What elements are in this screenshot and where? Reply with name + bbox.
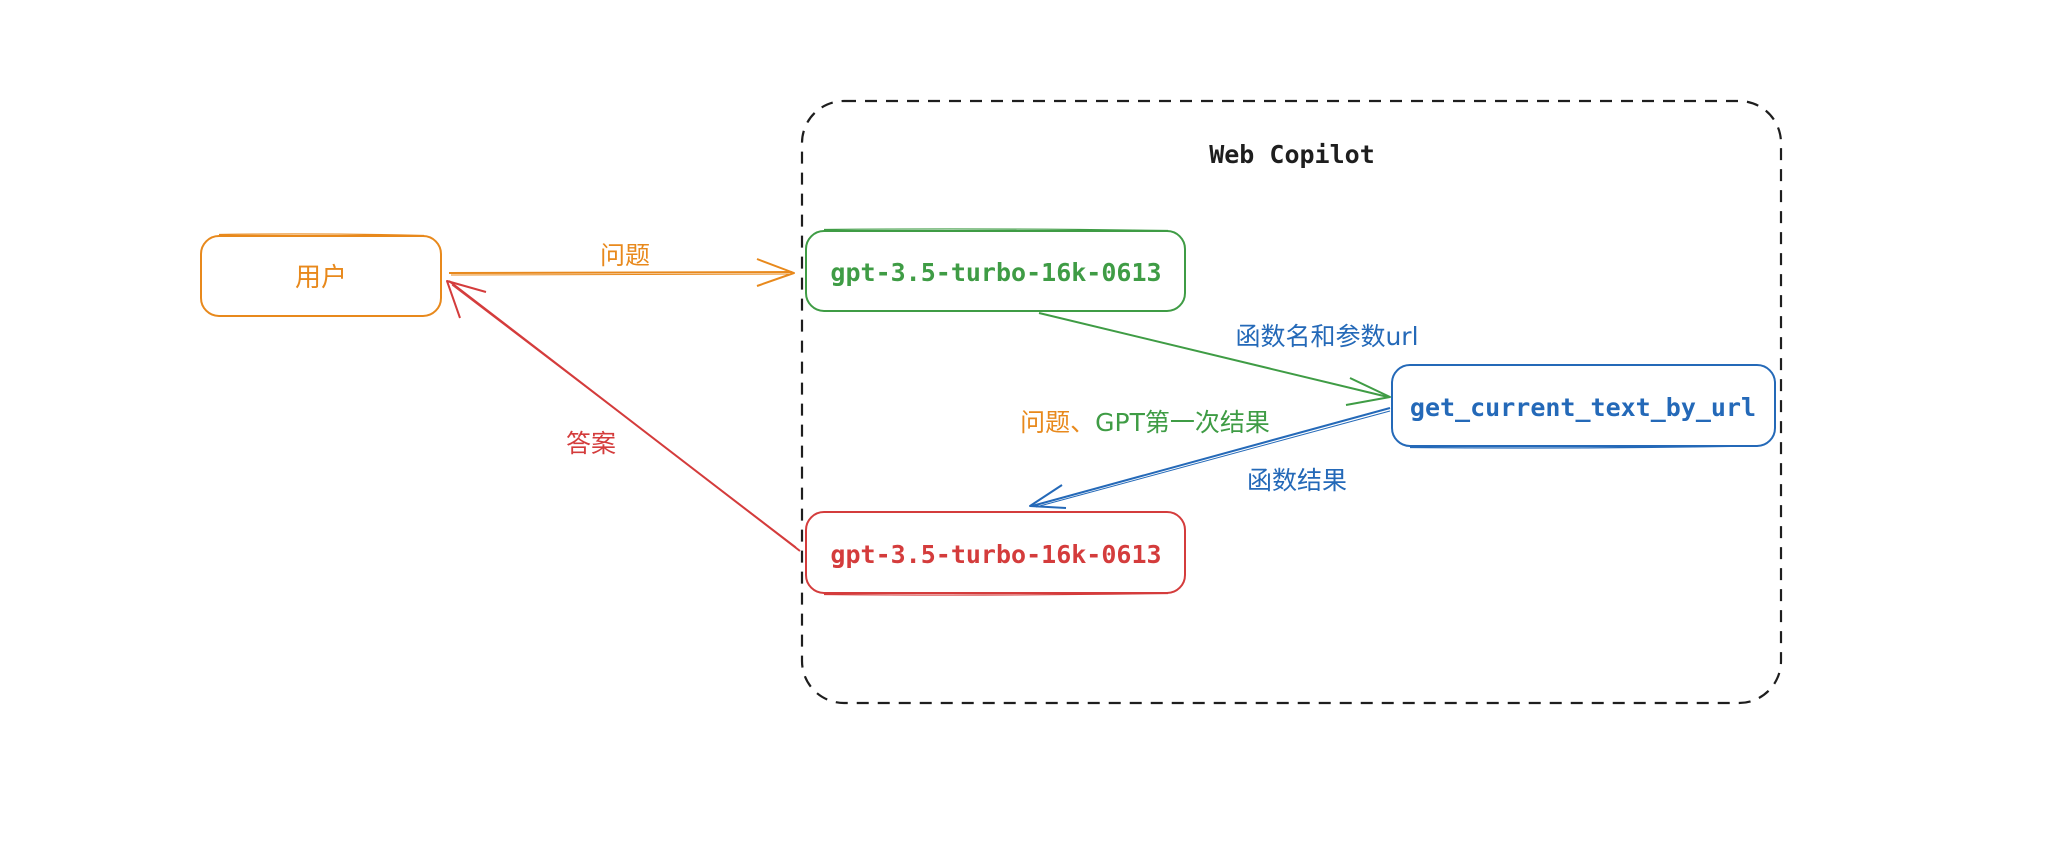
answer-edge-line-sketch	[451, 284, 797, 548]
second-model-node-box	[805, 511, 1186, 594]
user-node-box	[200, 235, 442, 317]
web-copilot-title: Web Copilot	[1209, 140, 1375, 169]
user-node-box-sketch	[218, 233, 425, 237]
function-result-edge-line	[1031, 407, 1391, 507]
context-label-question: 问题、	[1020, 408, 1095, 437]
second-model-node-label: gpt-3.5-turbo-16k-0613	[830, 540, 1161, 569]
function-call-edge: 函数名和参数url	[1038, 312, 1419, 406]
user-node[interactable]: 用户	[200, 233, 442, 317]
function-node-box-sketch	[1409, 445, 1759, 449]
question-edge-label: 问题	[600, 241, 650, 270]
question-edge-line-sketch	[450, 273, 791, 276]
answer-edge-arrowhead	[446, 280, 487, 319]
function-result-edge-arrowhead	[1029, 484, 1067, 509]
context-label: 问题、GPT第一次结果	[1020, 408, 1270, 437]
function-call-edge-label: 函数名和参数url	[1235, 322, 1418, 351]
web-copilot-group: Web Copilot	[800, 99, 1783, 705]
first-model-node-label: gpt-3.5-turbo-16k-0613	[830, 258, 1161, 287]
first-model-node-box-sketch	[823, 228, 1169, 232]
context-label-first-result: GPT第一次结果	[1095, 408, 1270, 437]
user-node-label: 用户	[295, 263, 347, 293]
function-call-edge-arrowhead	[1345, 377, 1391, 406]
answer-edge: 答案	[446, 280, 801, 552]
question-edge-arrowhead	[756, 258, 795, 287]
question-edge-line	[448, 271, 793, 274]
function-call-edge-line	[1038, 312, 1389, 398]
question-edge: 问题	[448, 241, 795, 287]
function-result-edge-line-sketch	[1035, 410, 1391, 508]
first-model-node-box	[805, 230, 1186, 312]
first-model-node[interactable]: gpt-3.5-turbo-16k-0613	[805, 228, 1186, 312]
function-result-edge: 函数结果	[1029, 407, 1391, 509]
second-model-node-box-sketch	[823, 592, 1169, 596]
function-result-edge-label: 函数结果	[1247, 466, 1347, 495]
function-node[interactable]: get_current_text_by_url	[1391, 364, 1776, 449]
function-node-label: get_current_text_by_url	[1410, 393, 1756, 422]
web-copilot-group-border	[800, 99, 1783, 705]
answer-edge-label: 答案	[566, 429, 616, 458]
second-model-node[interactable]: gpt-3.5-turbo-16k-0613	[805, 511, 1186, 596]
function-node-box	[1391, 364, 1776, 447]
